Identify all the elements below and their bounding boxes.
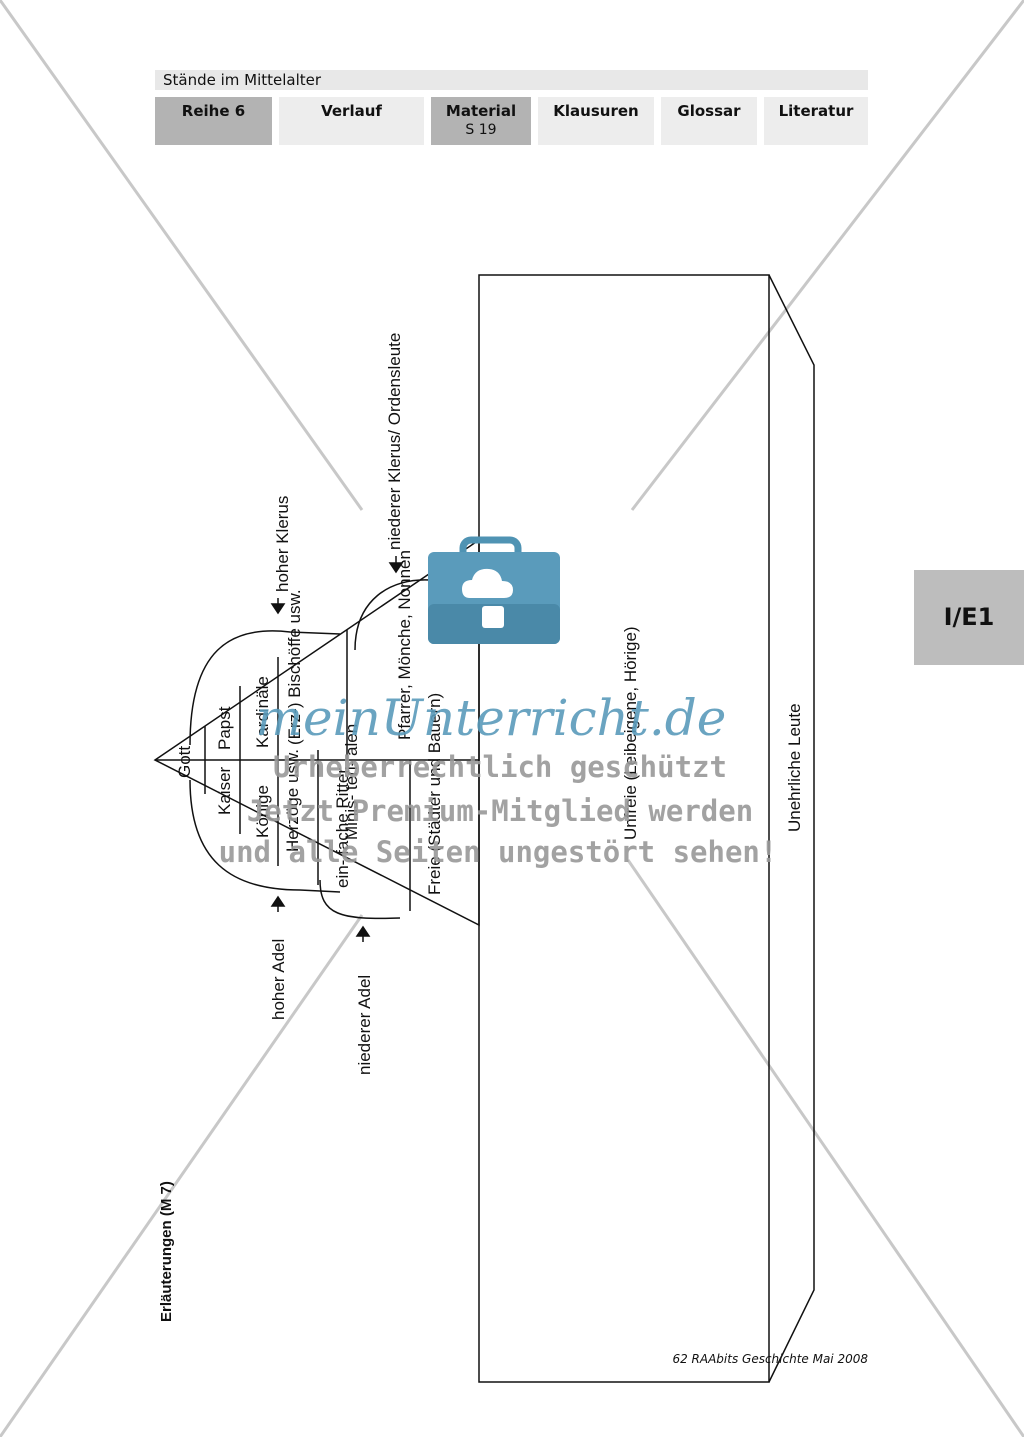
tab-literatur[interactable]: Literatur [764,97,868,145]
page-footer: 62 RAAbits Geschichte Mai 2008 [672,1352,868,1366]
watermark-line-1: Urheberrechtlich geschützt [273,750,727,784]
arrow-niederer-klerus [388,562,404,574]
diagram-caption: Erläuterungen (M 7) [158,1181,175,1322]
pyramid-outline [153,538,480,927]
label-gott: Gott [175,746,194,778]
tab-glossar[interactable]: Glossar [661,97,757,145]
label-freie: Freie (Städter und Bauern) [425,693,444,895]
briefcase-cloud-icon [428,536,560,644]
arrow-hoher-adel [270,895,286,907]
tab-reihe[interactable]: Reihe 6 [155,97,272,145]
label-koenige: Könige [253,785,272,838]
label-unfreie: Unfreie (Leibeigene, Hörige) [621,626,640,840]
label-hoher-klerus: hoher Klerus [273,496,292,592]
label-pfarrer: Pfarrer, Mönche, Nonnen [395,550,414,740]
section-tab: I/E1 [914,570,1024,665]
watermark-line-2: Jetzt Premium-Mitglied werden [247,794,753,828]
label-ministerialen: Minis- teri- alen [342,724,361,840]
arrow-niederer-adel [355,925,371,937]
label-niederer-adel: niederer Adel [355,975,374,1075]
page-header-title: Stände im Mittelalter [155,70,868,90]
tab-material-page: S 19 [465,122,497,138]
label-kardinaele: Kardinäle [253,676,272,748]
label-hoher-adel: hoher Adel [269,939,288,1020]
watermark-logo: meinUnterricht.de [256,689,727,747]
label-papst: Papst [215,706,234,750]
tab-klausuren[interactable]: Klausuren [538,97,654,145]
arrow-hoher-klerus [270,603,286,615]
label-unehrliche: Unehrliche Leute [785,703,804,832]
label-kaiser: Kaiser [215,766,234,815]
label-herzoege: Herzöge usw. [283,749,302,852]
label-niederer-klerus: niederer Klerus/ Ordensleute [385,333,404,550]
tab-verlauf[interactable]: Verlauf [279,97,424,145]
label-bischoefe: (Erz-) Bischöffe usw. [285,589,304,745]
label-einfache-ritter: ein- fache Ritter [333,768,352,888]
watermark-line-3: und alle Seiten ungestört sehen! [219,835,778,869]
unehrliche-box [768,274,815,1383]
